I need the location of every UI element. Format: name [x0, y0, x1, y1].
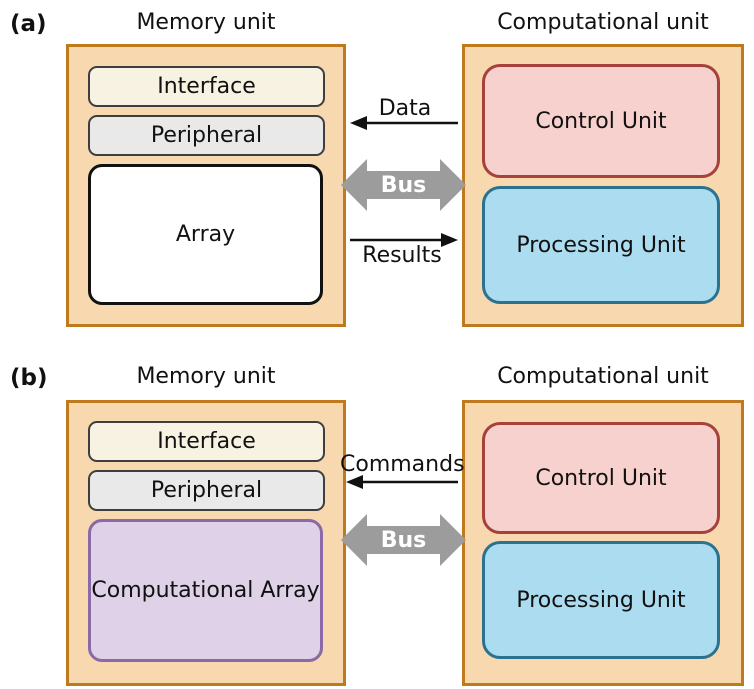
array-box: Array	[88, 164, 323, 305]
commands-arrow-label: Commands	[340, 452, 465, 477]
computational-unit-title-b: Computational unit	[497, 364, 709, 389]
computational-array-label: Computational Array	[91, 578, 320, 603]
processing-unit-label-b: Processing Unit	[516, 587, 686, 613]
computational-unit-title: Computational unit	[497, 10, 709, 35]
peripheral-box: Peripheral	[88, 115, 325, 156]
interface-box-b: Interface	[88, 421, 325, 462]
processing-unit-label: Processing Unit	[516, 232, 686, 258]
processing-unit-box-b: Processing Unit	[482, 541, 720, 659]
data-arrow-icon	[350, 116, 458, 130]
memory-unit-box-b: Interface Peripheral Computational Array	[66, 400, 346, 686]
control-unit-label: Control Unit	[535, 108, 667, 134]
interface-label-b: Interface	[157, 429, 256, 454]
results-arrow-label: Results	[362, 243, 442, 268]
processing-unit-box: Processing Unit	[482, 186, 720, 304]
memory-unit-title-b: Memory unit	[136, 364, 276, 389]
peripheral-label: Peripheral	[150, 123, 263, 148]
panel-b-label: (b)	[10, 365, 48, 391]
data-arrow-label: Data	[378, 96, 432, 121]
interface-box: Interface	[88, 66, 325, 107]
memory-unit-box: Interface Peripheral Array	[66, 44, 346, 327]
bus-arrow-icon-b	[341, 514, 466, 566]
control-unit-label-b: Control Unit	[535, 465, 667, 491]
peripheral-box-b: Peripheral	[88, 470, 325, 511]
computational-array-box: Computational Array	[88, 519, 323, 662]
commands-arrow-icon	[346, 475, 458, 489]
computational-unit-box: Control Unit Processing Unit	[462, 44, 744, 327]
control-unit-box-b: Control Unit	[482, 422, 720, 534]
results-arrow-icon	[350, 233, 458, 247]
memory-unit-title: Memory unit	[136, 10, 276, 35]
interface-label: Interface	[157, 74, 256, 99]
control-unit-box: Control Unit	[482, 64, 720, 178]
bus-arrow-icon	[341, 159, 466, 211]
array-label: Array	[175, 222, 236, 247]
bus-label-b: Bus	[380, 527, 427, 553]
computational-unit-box-b: Control Unit Processing Unit	[462, 400, 744, 686]
panel-a-label: (a)	[10, 11, 47, 37]
bus-label: Bus	[380, 172, 427, 198]
peripheral-label-b: Peripheral	[150, 478, 263, 503]
